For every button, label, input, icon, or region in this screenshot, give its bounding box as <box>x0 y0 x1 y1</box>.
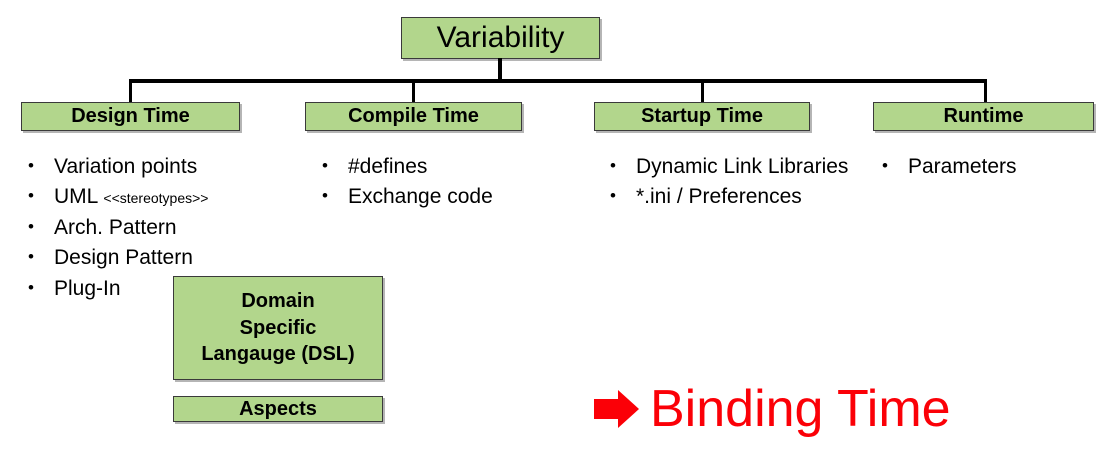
list-item: • Parameters <box>882 152 1102 181</box>
connector-root-stem <box>498 58 502 82</box>
dsl-line-3: Langauge (DSL) <box>201 343 355 366</box>
list-item: • *.ini / Preferences <box>610 182 860 211</box>
bullet-dot-icon: • <box>322 156 328 175</box>
list-startup-time: • Dynamic Link Libraries • *.ini / Preferen… <box>610 152 860 213</box>
box-variability: Variability <box>401 17 600 59</box>
connector-drop-compile-time <box>412 79 415 103</box>
list-item: • Dynamic Link Libraries <box>610 152 860 181</box>
bullet-dot-icon: • <box>28 186 34 206</box>
bullet-dot-icon: • <box>610 156 616 175</box>
connector-horizontal-bar <box>129 79 987 83</box>
bullet-dot-icon: • <box>28 216 34 236</box>
bullet-dot-icon: • <box>28 247 34 267</box>
list-item-stereotype: <<stereotypes>> <box>103 190 209 207</box>
box-compile-time: Compile Time <box>305 102 522 131</box>
list-item: • Exchange code <box>322 182 572 211</box>
list-item-label: Dynamic Link Libraries <box>636 155 849 178</box>
bullet-dot-icon: • <box>28 156 34 175</box>
connector-drop-startup-time <box>701 79 704 103</box>
list-item: • Design Pattern <box>28 243 288 272</box>
connector-drop-design-time <box>129 79 132 103</box>
list-item: • Arch. Pattern <box>28 213 288 242</box>
list-item-label: Arch. Pattern <box>54 215 177 239</box>
connector-drop-runtime <box>984 79 987 103</box>
list-item: • Plug-In <box>28 274 288 303</box>
list-compile-time: • #defines • Exchange code <box>322 152 572 213</box>
list-item-label: *.ini / Preferences <box>636 185 802 209</box>
binding-time-label: Binding Time <box>650 380 951 438</box>
list-item-label: Design Pattern <box>54 246 193 270</box>
box-aspects: Aspects <box>173 396 383 422</box>
bullet-dot-icon: • <box>322 186 328 206</box>
list-item-label: Plug-In <box>54 276 121 300</box>
box-startup-time: Startup Time <box>594 102 810 131</box>
list-item: • UML <<stereotypes>> <box>28 182 288 211</box>
bullet-dot-icon: • <box>28 277 34 297</box>
box-design-time: Design Time <box>21 102 240 131</box>
bullet-dot-icon: • <box>882 156 888 175</box>
binding-time-callout: Binding Time <box>594 383 951 435</box>
box-domain-specific-language: Domain Specific Langauge (DSL) <box>173 276 383 380</box>
list-item: • #defines <box>322 152 572 181</box>
list-item-label: Exchange code <box>348 185 493 209</box>
bullet-dot-icon: • <box>610 186 616 206</box>
list-item-label: UML <<stereotypes>> <box>54 185 209 209</box>
list-item: • Variation points <box>28 152 288 181</box>
dsl-line-2: Specific <box>239 316 317 339</box>
list-runtime: • Parameters <box>882 152 1102 182</box>
list-design-time: • Variation points • UML <<stereotypes>> • Ar… <box>28 152 288 304</box>
list-item-label: Variation points <box>54 155 198 178</box>
dsl-line-1: Domain <box>241 290 315 313</box>
right-arrow-icon <box>594 388 640 430</box>
box-runtime: Runtime <box>873 102 1094 131</box>
list-item-label: #defines <box>348 155 428 178</box>
list-item-label: Parameters <box>908 155 1017 178</box>
